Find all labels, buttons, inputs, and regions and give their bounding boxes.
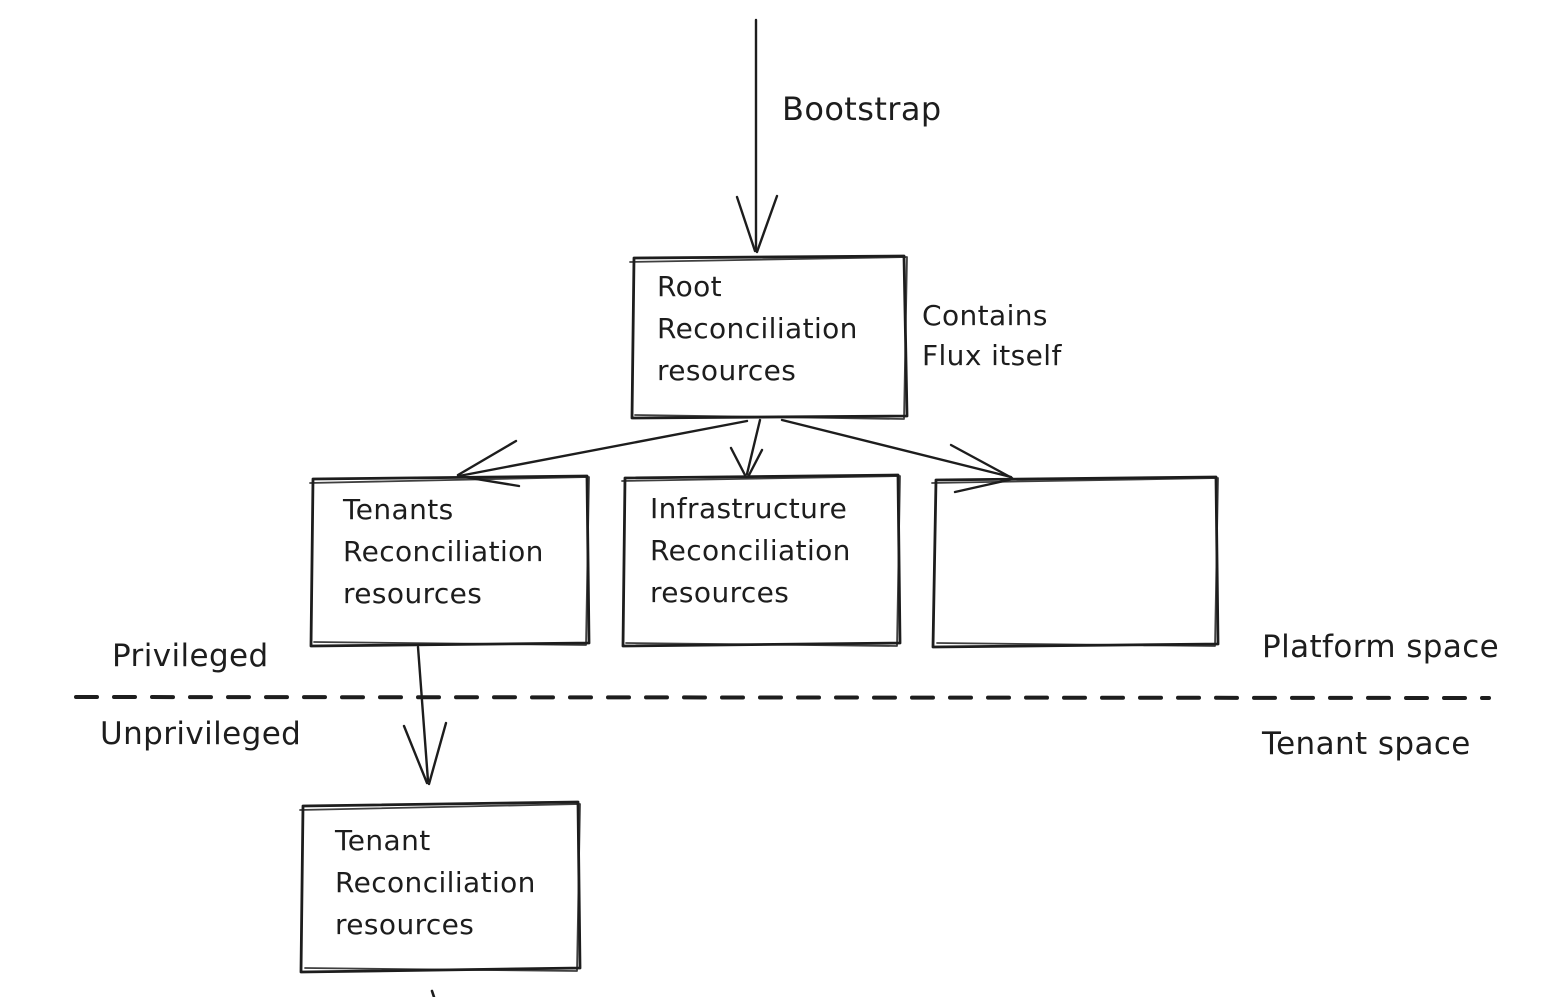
tenants-box-outline-sketch	[309, 476, 590, 646]
root-box-outline-sketch	[629, 256, 908, 420]
arrow-root-to-infrastructure-shaft	[745, 418, 762, 476]
infrastructure-box-outline-sketch	[621, 475, 901, 647]
root-box-outline	[630, 254, 909, 420]
privileged-zone-label: Privileged	[112, 638, 269, 674]
arrow-root-to-unlabeled-head	[949, 443, 1015, 494]
bootstrap-arrow	[735, 18, 779, 254]
arrow-tenants-to-tenant	[402, 645, 448, 786]
unlabeled-box-outline	[931, 475, 1220, 649]
unprivileged-zone-label: Unprivileged	[100, 716, 302, 752]
arrow-root-to-infrastructure	[729, 418, 764, 479]
privilege-divider-line	[74, 695, 1491, 700]
contains-flux-note: Contains Flux itself	[922, 299, 1062, 372]
tenant-box	[299, 800, 582, 974]
tenants-box-label: Tenants Reconciliation resources	[343, 493, 544, 610]
root-box	[629, 254, 909, 420]
tenant-space-zone-label: Tenant space	[1262, 726, 1471, 762]
infrastructure-box-outline	[621, 473, 902, 648]
bootstrap-label: Bootstrap	[782, 90, 942, 128]
infrastructure-box-label: Infrastructure Reconciliation resources	[650, 492, 851, 609]
unlabeled-box-outline-sketch	[931, 477, 1219, 647]
arrow-tenants-to-tenant-head	[402, 721, 448, 786]
infrastructure-box	[621, 473, 902, 648]
tenants-box-outline	[309, 474, 591, 648]
bootstrap-arrowhead	[735, 194, 779, 254]
arrow-tenants-to-tenant-shaft	[416, 645, 430, 783]
truncated-arrow-stub	[430, 989, 436, 997]
tenant-box-outline	[299, 800, 582, 974]
tenant-box-outline-sketch	[299, 803, 581, 972]
root-box-label: Root Reconciliation resources	[657, 270, 858, 387]
arrow-root-to-tenants-shaft	[457, 419, 749, 478]
tenant-box-label: Tenant Reconciliation resources	[335, 824, 536, 941]
unlabeled-box	[931, 475, 1220, 649]
platform-space-zone-label: Platform space	[1262, 629, 1500, 665]
arrow-root-to-infrastructure-head	[729, 446, 764, 479]
arrow-root-to-unlabeled-shaft	[780, 418, 1013, 479]
tenants-box	[309, 474, 591, 648]
